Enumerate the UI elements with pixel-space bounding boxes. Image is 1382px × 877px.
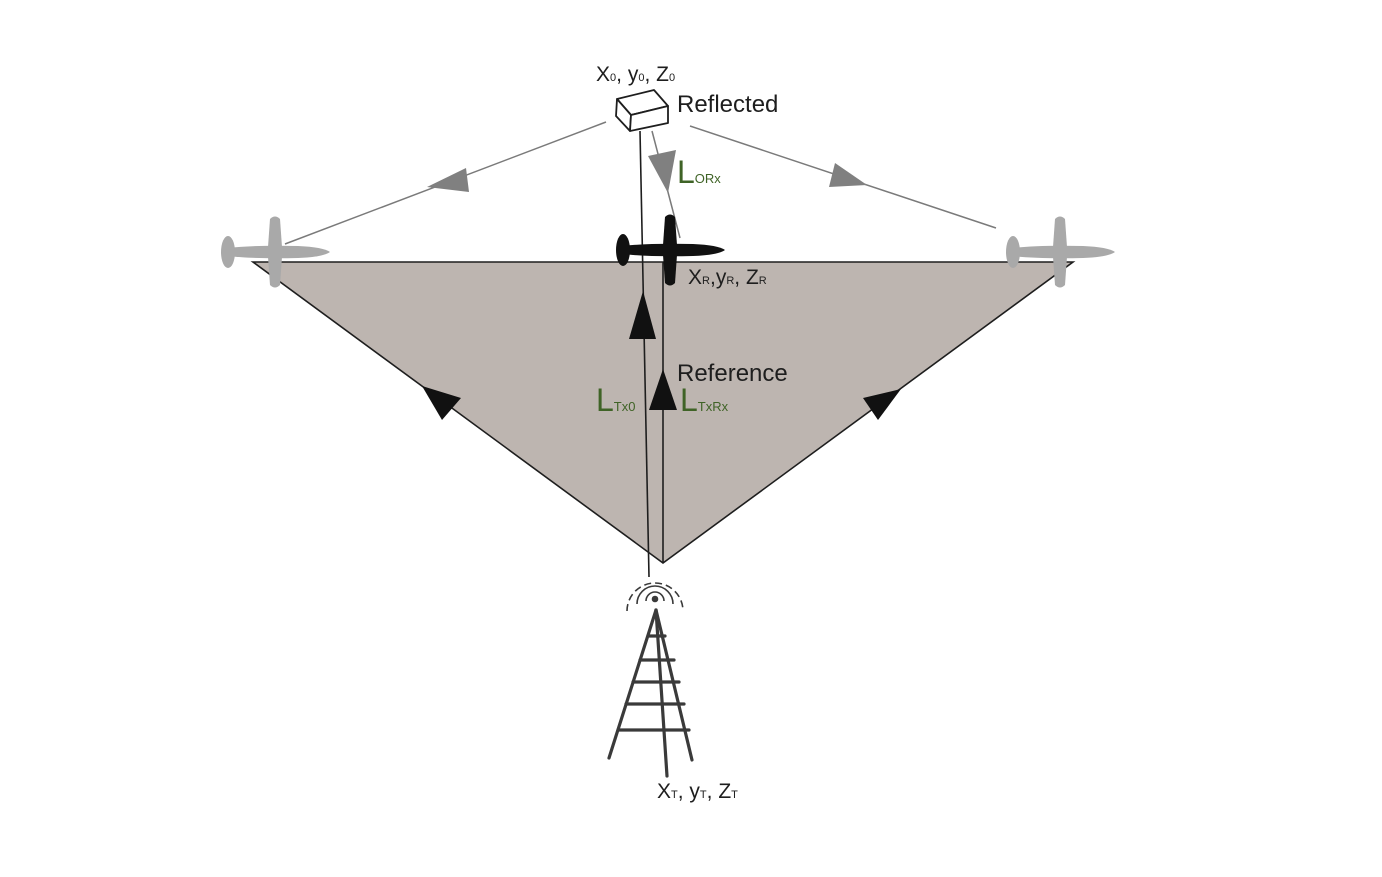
l-orx-label: LORx bbox=[677, 154, 721, 190]
triangle-arrow-left bbox=[422, 386, 461, 420]
transmitter-position-label: XT, yT, ZT bbox=[657, 780, 738, 803]
signal-waves-icon bbox=[626, 582, 684, 612]
l-txo-label: LTx0 bbox=[596, 382, 635, 418]
triangle-arrow-right bbox=[863, 389, 901, 420]
tx-to-object-line bbox=[639, 130, 650, 578]
radio-tower-icon bbox=[607, 608, 694, 778]
reference-label: Reference bbox=[677, 360, 788, 387]
reflected-label: Reflected bbox=[677, 91, 778, 118]
reflected-arrow-down bbox=[648, 150, 676, 193]
receiver-position-label: XR,yR, ZR bbox=[688, 266, 767, 289]
tx-object-arrow bbox=[629, 291, 656, 339]
reflected-arrow-left bbox=[427, 168, 469, 192]
reference-arrow bbox=[649, 369, 677, 410]
cube-icon bbox=[615, 89, 669, 132]
reflected-arrow-right bbox=[829, 163, 867, 187]
object-position-label: X0, y0, Z0 bbox=[596, 63, 675, 86]
l-txrx-label: LTxRx bbox=[680, 382, 729, 418]
